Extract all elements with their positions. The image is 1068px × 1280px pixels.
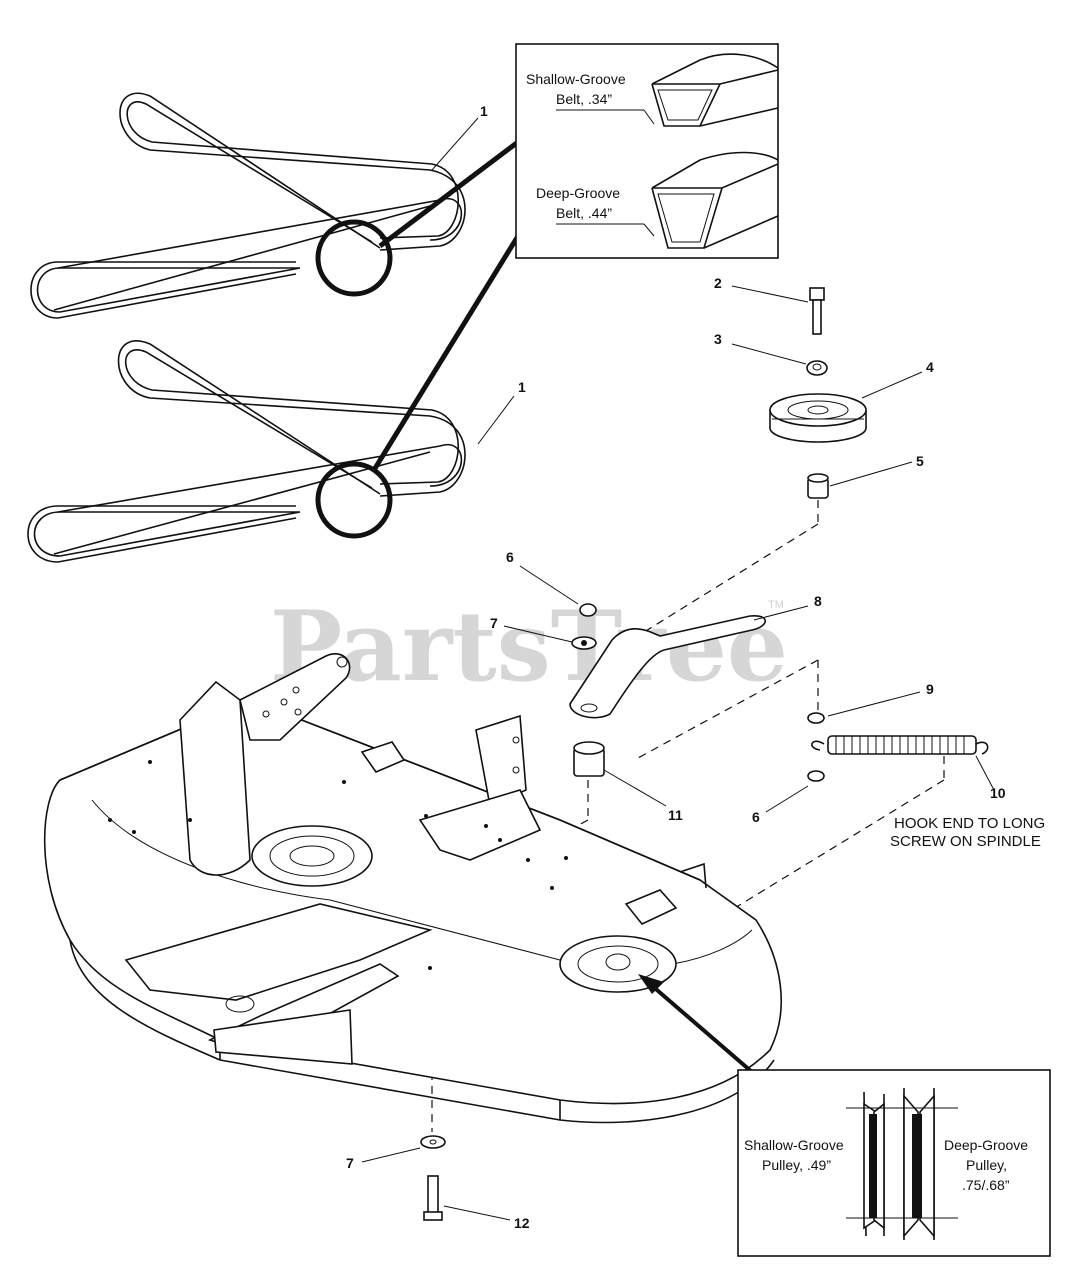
belt-profile-inset: Shallow-Groove Belt, .34” Deep-Groove Be… [515, 43, 779, 259]
pulley-inset-deep-line3: .75/.68” [962, 1177, 1010, 1193]
callout-5: 5 [916, 453, 924, 469]
callout-8: 8 [814, 593, 822, 609]
assembly-note-line1: HOOK END TO LONG [894, 815, 1045, 832]
pulley-inset-deep-line1: Deep-Groove [944, 1137, 1028, 1153]
callout-10: 10 [990, 785, 1006, 801]
callout-3: 3 [714, 331, 722, 347]
callout-7-upper: 7 [490, 615, 498, 631]
mower-deck [43, 653, 782, 1124]
watermark-tm: TM [768, 599, 784, 611]
watermark-logo: PartsTree [270, 590, 788, 703]
callout-11: 11 [668, 807, 683, 823]
belt-inset-shallow-line1: Shallow-Groove [526, 71, 626, 87]
callout-1-lower: 1 [518, 379, 526, 395]
tension-spring [637, 659, 989, 967]
pulley-inset-deep-line2: Pulley, [966, 1157, 1007, 1173]
pulley-inset-shallow-line1: Shallow-Groove [744, 1137, 844, 1153]
idler-pulley-stack [611, 287, 867, 653]
pulley-profile-inset: Shallow-Groove Pulley, .49” Deep-Groove … [737, 1069, 1051, 1257]
belt-inset-shallow-line2: Belt, .34” [556, 91, 612, 107]
belt-magnifiers [315, 140, 521, 539]
belt-lower [27, 340, 466, 563]
callout-7-lower: 7 [346, 1155, 354, 1171]
callout-9: 9 [926, 681, 934, 697]
belt-upper [30, 92, 466, 319]
callout-1-upper: 1 [480, 103, 488, 119]
belt-inset-deep-line1: Deep-Groove [536, 185, 620, 201]
pulley-inset-shallow-line2: Pulley, .49” [762, 1157, 831, 1173]
assembly-note-line2: SCREW ON SPINDLE [890, 833, 1041, 850]
belt-inset-deep-line2: Belt, .44” [556, 205, 612, 221]
callout-4: 4 [926, 359, 934, 375]
leader-lines [361, 117, 995, 1221]
callout-labels: 1 1 2 3 4 5 6 6 7 7 8 9 10 11 12 [346, 103, 1006, 1231]
spindle-bolt-stack [420, 1135, 446, 1221]
callout-12: 12 [514, 1215, 530, 1231]
callout-2: 2 [714, 275, 722, 291]
callout-6-lower: 6 [752, 809, 760, 825]
callout-6-upper: 6 [506, 549, 514, 565]
